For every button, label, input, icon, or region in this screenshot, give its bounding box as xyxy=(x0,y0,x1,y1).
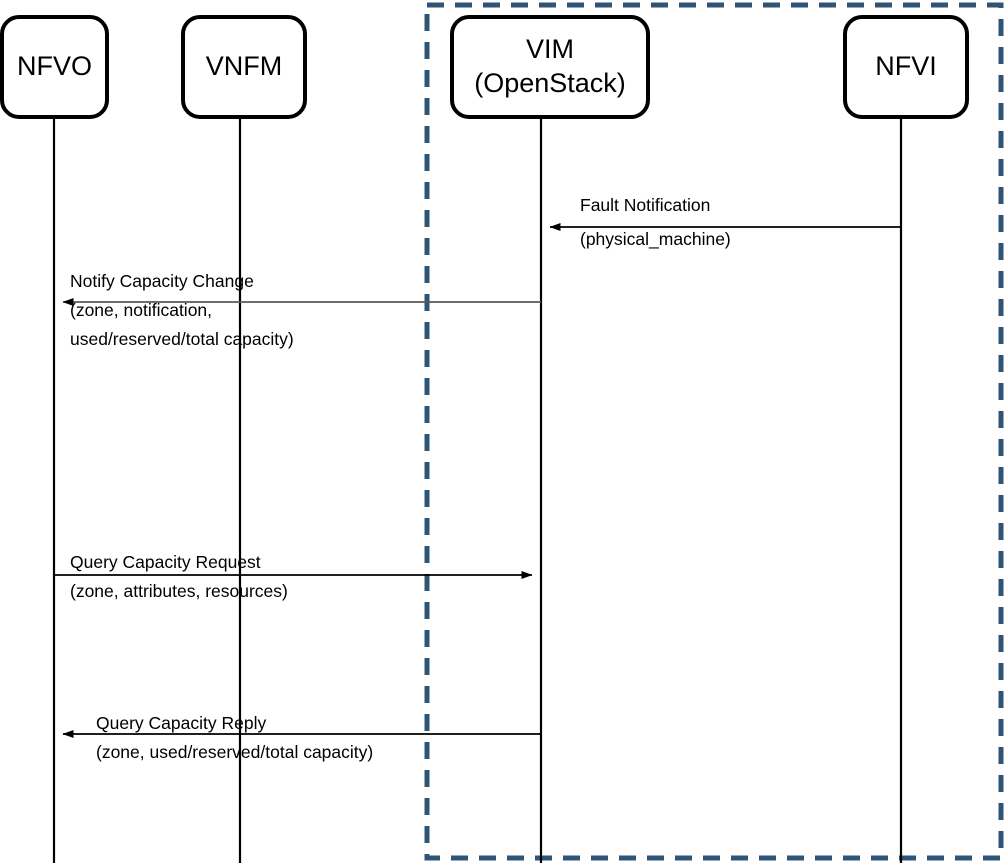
participant-vnfm[interactable]: VNFM xyxy=(181,15,307,119)
participant-label-vim-line1: VIM xyxy=(526,34,574,64)
message-label-notify-capacity-change-line1: Notify Capacity Change xyxy=(70,271,254,291)
participant-box-vim[interactable] xyxy=(450,15,650,119)
participant-nfvo[interactable]: NFVO xyxy=(0,15,109,119)
participants-group: NFVO VNFM VIM (OpenStack) NFVI xyxy=(0,15,969,119)
message-label-query-capacity-reply-line2: (zone, used/reserved/total capacity) xyxy=(96,742,373,762)
participant-label-vnfm: VNFM xyxy=(206,51,283,81)
participant-box-nfvo[interactable] xyxy=(0,15,109,119)
participant-label-nfvi: NFVI xyxy=(875,51,937,81)
message-label-query-capacity-request-line1: Query Capacity Request xyxy=(70,552,261,572)
participant-label-nfvo: NFVO xyxy=(17,51,92,81)
lifelines-group xyxy=(52,117,903,863)
message-label-fault-notification-line1: Fault Notification xyxy=(580,195,710,215)
participant-box-vnfm[interactable] xyxy=(181,15,307,119)
messages-group: Fault Notification (physical_machine) Noti… xyxy=(54,195,901,762)
nfv-domain-boundary xyxy=(424,2,1004,861)
message-label-fault-notification-line2: (physical_machine) xyxy=(580,229,731,250)
message-label-query-capacity-request-line2: (zone, attributes, resources) xyxy=(70,581,288,601)
message-label-notify-capacity-change-line3: used/reserved/total capacity) xyxy=(70,329,294,349)
nfv-infrastructure-domain-boundary xyxy=(424,2,1004,861)
message-label-query-capacity-reply-line1: Query Capacity Reply xyxy=(96,713,266,733)
participant-nfvi[interactable]: NFVI xyxy=(843,15,969,119)
participant-label-vim-line2: (OpenStack) xyxy=(474,68,626,98)
participant-box-nfvi[interactable] xyxy=(843,15,969,119)
participant-vim[interactable]: VIM (OpenStack) xyxy=(450,15,650,119)
message-label-notify-capacity-change-line2: (zone, notification, xyxy=(70,300,212,320)
